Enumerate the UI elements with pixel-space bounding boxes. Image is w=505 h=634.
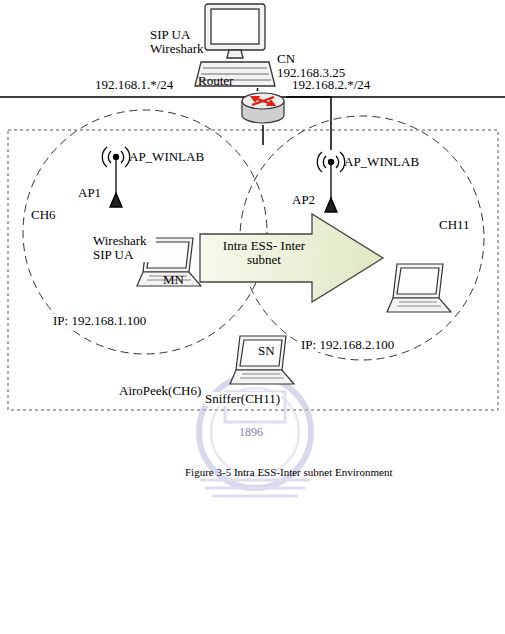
node-text: IP: 192.168.1.100 [52,314,147,328]
laptop-after-handoff: IP: 192.168.2.100 [385,262,453,314]
network-link [257,88,259,91]
node-text: IP: 192.168.2.100 [300,338,395,352]
sniffer-laptop: SNAiroPeek(CH6)Sniffer(CH11) [228,334,292,384]
handoff-arrow: Intra ESS- Inter subnet [200,212,385,304]
mobile-node-laptop: Wireshark SIP UAMNIP: 192.168.1.100 [135,236,203,288]
node-text: Intra ESS- Inter subnet [222,239,306,267]
label: CH11 [438,218,471,232]
network-link [286,97,331,150]
node-text: MN [163,273,184,287]
label: 1896 [239,425,263,439]
node-text: AP_WINLAB [129,150,204,164]
ap1-coverage [23,110,267,354]
network-link [262,125,264,145]
access-point-icon [320,150,342,212]
node-text: AiroPeek(CH6) [118,384,202,398]
router-node-icon [240,91,286,125]
node-text: Sniffer(CH11) [204,392,281,406]
figure-caption: Figure 3-5 Intra ESS-Inter subnet Enviro… [185,465,392,479]
node-text: AP2 [292,193,315,207]
ess-region [8,130,498,410]
access-point-icon [105,145,127,207]
access-point: AP_WINLABAP1 [105,145,127,207]
sniffer-laptop-icon [228,334,292,384]
node-text: Router [198,74,233,88]
router-node: Router [240,91,286,125]
laptop-after-handoff-icon [385,262,453,314]
node-text: AP_WINLAB [344,155,419,169]
node-text: SN [258,344,275,358]
node-text: AP1 [78,186,101,200]
label: 192.168.2.*/24 [292,78,370,92]
label: CH6 [30,208,57,222]
node-text: Wireshark SIP UA [92,234,156,262]
access-point: AP_WINLABAP2 [320,150,342,212]
node-text: SIP UA Wireshark [150,28,214,56]
node-text: CN 192.168.3.25 [277,52,359,80]
label: 192.168.1.*/24 [95,78,173,92]
handoff-arrow-icon [200,212,385,304]
